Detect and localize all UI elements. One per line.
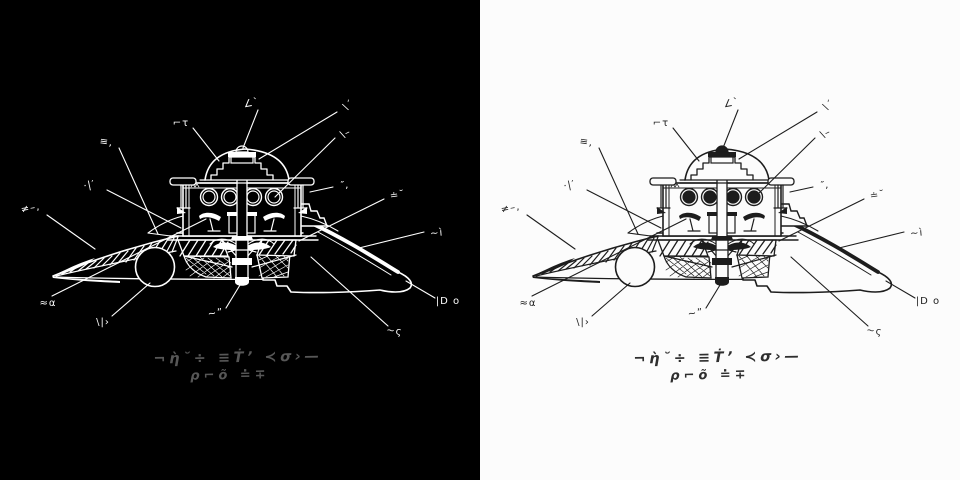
ufo-art-instance-dark bbox=[20, 96, 460, 384]
ufo-art-instance-light bbox=[500, 96, 940, 384]
panel-light bbox=[480, 0, 960, 480]
ufo-diagram-light bbox=[480, 0, 960, 480]
panel-dark bbox=[0, 0, 480, 480]
ufo-diagram-dark bbox=[0, 0, 480, 480]
